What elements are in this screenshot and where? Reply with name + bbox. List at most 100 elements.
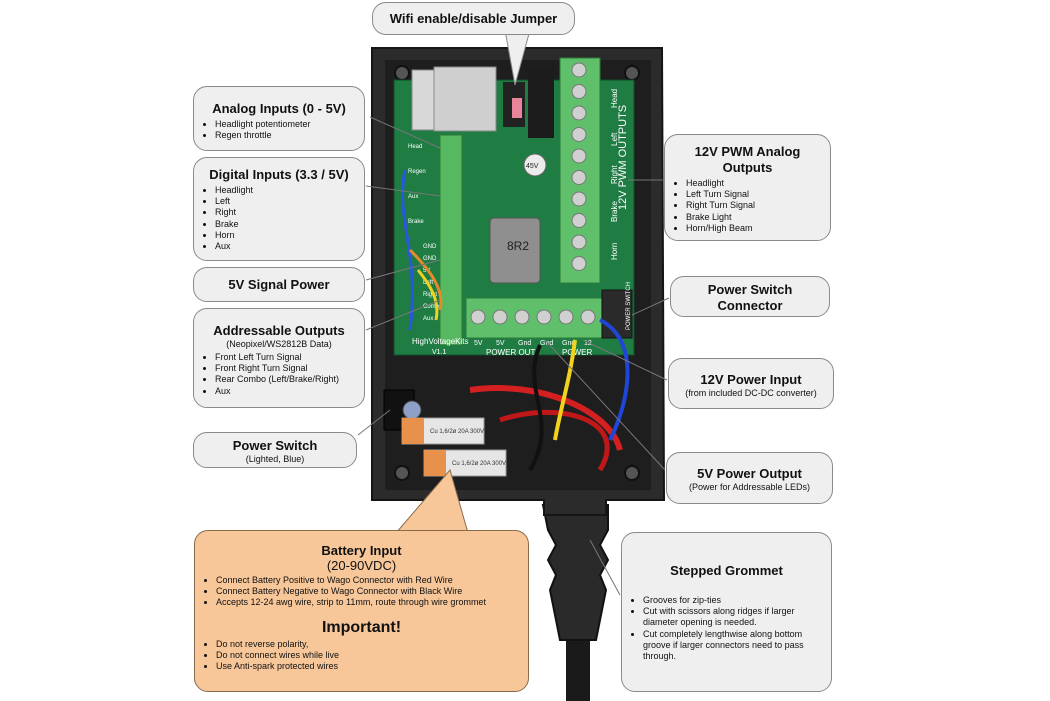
input-header xyxy=(439,134,463,346)
wire-orange xyxy=(408,248,443,311)
board-label: Horn xyxy=(610,243,619,260)
brand-text: HighVoltageKits xyxy=(412,337,468,346)
callout-wifi-jumper: Wifi enable/disable Jumper xyxy=(372,2,575,35)
power-text: POWER xyxy=(562,348,592,357)
board-label: Aux xyxy=(408,194,418,200)
pwm-header-text: 12V PWM OUTPUTS xyxy=(617,105,629,210)
callout-addressable-outputs: Addressable Outputs (Neopixel/WS2812B Da… xyxy=(193,308,365,408)
board-label: Aux xyxy=(423,316,433,322)
terminal-screw xyxy=(571,84,587,99)
addressable-outputs-list: Front Left Turn SignalFront Right Turn S… xyxy=(194,352,364,397)
callout-power-switch: Power Switch (Lighted, Blue) xyxy=(193,432,357,468)
board-label: Head xyxy=(610,89,619,108)
terminal-screw xyxy=(558,309,574,325)
callout-power-switch-connector: Power Switch Connector xyxy=(670,276,830,317)
stepped-grommet-title: Stepped Grommet xyxy=(670,563,783,578)
leader-line xyxy=(357,409,391,436)
battery-input-list: Connect Battery Positive to Wago Connect… xyxy=(195,575,528,609)
callout-battery-input: Battery Input (20-90VDC) Connect Battery… xyxy=(194,530,529,692)
power-switch-subtitle: (Lighted, Blue) xyxy=(245,454,305,464)
terminal-screw xyxy=(470,309,486,325)
callout-signal-power: 5V Signal Power xyxy=(193,267,365,302)
grommet xyxy=(541,504,610,641)
switch-connector xyxy=(601,289,633,339)
wire-yellow-left xyxy=(416,269,439,321)
leader-line xyxy=(369,116,441,149)
bullet-item: Cut with scissors along ridges if larger… xyxy=(643,606,823,628)
analog-inputs-title: Analog Inputs (0 - 5V) xyxy=(212,101,346,116)
board-label: Combo xyxy=(423,304,443,310)
wago-label: Cu 1,6/2ø 20A 300V xyxy=(452,461,506,467)
wago-lever xyxy=(402,418,424,444)
board-label: Brake xyxy=(610,201,619,222)
bullet-item: Headlight potentiometer xyxy=(215,119,364,130)
power-input-subtitle: (from included DC-DC converter) xyxy=(685,388,817,398)
bullet-item: Front Right Turn Signal xyxy=(215,363,364,374)
terminal-screw xyxy=(571,213,587,228)
bullet-item: Right xyxy=(215,207,364,218)
board-label: Gnd xyxy=(540,340,553,347)
board-label: Gnd xyxy=(518,340,531,347)
stepped-grommet-list: Grooves for zip-tiesCut with scissors al… xyxy=(622,595,831,662)
screw xyxy=(624,465,640,481)
wire-red xyxy=(499,409,610,472)
pwm-outputs-list: HeadlightLeft Turn SignalRight Turn Sign… xyxy=(665,178,830,234)
bullet-item: Headlight xyxy=(686,178,830,189)
board-label: Regen xyxy=(408,169,426,175)
bullet-item: Cut completely lengthwise along bottom g… xyxy=(643,629,823,663)
bullet-item: Rear Combo (Left/Brake/Right) xyxy=(215,374,364,385)
board-label: GND xyxy=(423,244,437,250)
board-label: Left xyxy=(610,132,619,146)
bullet-item: Horn/High Beam xyxy=(686,223,830,234)
bullet-item: Left xyxy=(215,196,364,207)
capacitor-label: 45V xyxy=(526,163,539,170)
terminal-screw xyxy=(571,234,587,250)
wire-blue-left xyxy=(401,169,414,331)
board-label: 5V xyxy=(474,340,483,347)
board-label: Brake xyxy=(408,219,424,225)
bullet-item: Grooves for zip-ties xyxy=(643,595,823,606)
pwm-outputs-title: 12V PWM Analog Outputs xyxy=(694,144,801,175)
terminal-screw xyxy=(571,170,587,185)
terminal-screw xyxy=(571,127,587,142)
leader-line xyxy=(365,185,441,197)
board-label: Right xyxy=(610,165,619,184)
wago-label: Cu 1,6/2ø 20A 300V xyxy=(430,429,484,435)
terminal-screw xyxy=(571,105,587,121)
terminal-screw xyxy=(571,191,587,207)
board-label: Right xyxy=(423,292,437,298)
board-label: 12 xyxy=(584,340,592,347)
bullet-item: Front Left Turn Signal xyxy=(215,352,364,363)
bullet-item: Connect Battery Positive to Wago Connect… xyxy=(216,575,528,586)
terminal-screw xyxy=(492,309,508,325)
terminal-screw xyxy=(580,309,596,325)
capacitor xyxy=(523,153,547,177)
addressable-outputs-subtitle: (Neopixel/WS2812B Data) xyxy=(226,339,332,349)
callout-analog-inputs: Analog Inputs (0 - 5V) Headlight potenti… xyxy=(193,86,365,151)
board-label: Gnd xyxy=(562,340,575,347)
addressable-outputs-title: Addressable Outputs xyxy=(213,323,345,338)
wire-blue xyxy=(599,318,630,441)
power-output-subtitle: (Power for Addressable LEDs) xyxy=(688,482,811,492)
signal-power-title: 5V Signal Power xyxy=(228,277,330,292)
esp-antenna xyxy=(411,69,435,131)
bullet-item: Connect Battery Negative to Wago Connect… xyxy=(216,586,528,597)
callout-digital-inputs: Digital Inputs (3.3 / 5V) HeadlightLeftR… xyxy=(193,157,365,261)
power-switch-title: Power Switch xyxy=(232,438,318,453)
bottom-screws xyxy=(470,309,596,325)
terminal-screw xyxy=(514,309,530,325)
bullet-item: Brake Light xyxy=(686,212,830,223)
inductor-label: 8R2 xyxy=(507,239,529,253)
power-switch-ring xyxy=(402,400,422,420)
version-text: V1.1 xyxy=(432,349,447,356)
wire-black xyxy=(528,344,544,472)
bullet-item: Aux xyxy=(215,386,364,397)
esp-module xyxy=(433,66,497,132)
leader-line xyxy=(365,299,441,331)
bullet-item: Regen throttle xyxy=(215,130,364,141)
digital-inputs-list: HeadlightLeftRightBrakeHornAux xyxy=(194,185,364,252)
leader-line xyxy=(544,339,666,471)
